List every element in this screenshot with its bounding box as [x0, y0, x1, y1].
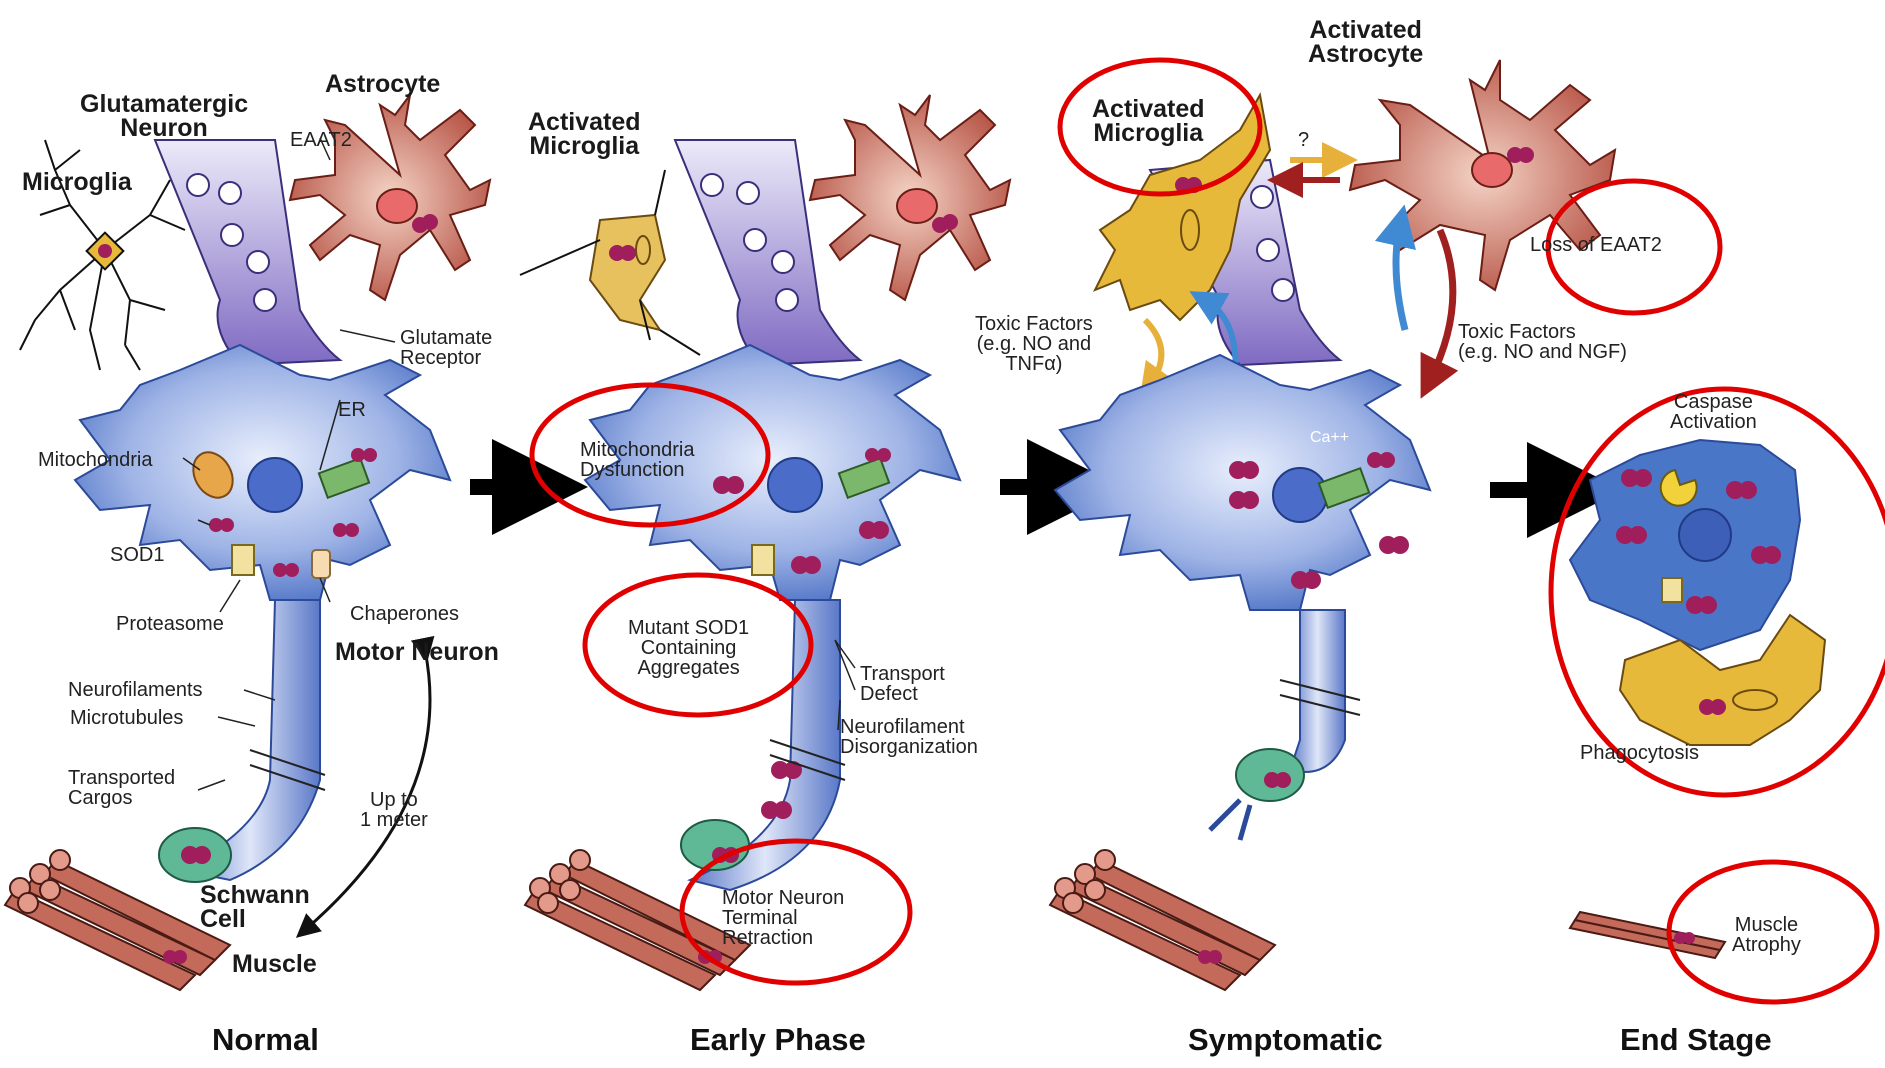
label-microtubules: Microtubules [70, 708, 183, 728]
label-calcium: Ca++ [1310, 428, 1349, 448]
stage-title-symptomatic: Symptomatic [1188, 1030, 1383, 1050]
label-mitochondria-dysfunction: Mitochondria Dysfunction [580, 440, 695, 480]
label-glutamatergic-neuron: Glutamatergic Neuron [80, 92, 248, 140]
label-microglia: Microglia [22, 170, 132, 194]
label-eaat2: EAAT2 [290, 130, 352, 150]
label-loss-of-eaat2: Loss of EAAT2 [1530, 235, 1662, 255]
label-phagocytosis: Phagocytosis [1580, 743, 1699, 763]
label-terminal-retraction: Motor Neuron Terminal Retraction [722, 888, 844, 948]
label-chaperones: Chaperones [350, 604, 459, 624]
label-up-to-1-meter: Up to 1 meter [360, 790, 428, 830]
label-neurofilaments: Neurofilaments [68, 680, 203, 700]
label-muscle-atrophy: Muscle Atrophy [1732, 915, 1801, 955]
activated-microglia-early [520, 170, 700, 355]
label-muscle: Muscle [232, 952, 317, 976]
stage-title-early-phase: Early Phase [690, 1030, 866, 1050]
label-mitochondria: Mitochondria [38, 450, 153, 470]
label-caspase-activation: Caspase Activation [1670, 392, 1757, 432]
panel-normal [5, 95, 490, 990]
stage-title-normal: Normal [212, 1030, 319, 1050]
label-motor-neuron: Motor Neuron [335, 640, 499, 664]
label-neurofilament-disorganization: Neurofilament Disorganization [840, 717, 978, 757]
label-transport-defect: Transport Defect [860, 664, 945, 704]
panel-end-stage [1570, 440, 1825, 958]
label-transported-cargos: Transported Cargos [68, 768, 175, 808]
astrocyte [290, 95, 490, 300]
panel-symptomatic [1050, 60, 1615, 990]
label-glutamate-receptor: Glutamate Receptor [400, 328, 492, 368]
label-sod1: SOD1 [110, 545, 164, 565]
stage-title-end-stage: End Stage [1620, 1030, 1772, 1050]
label-activated-microglia-symptomatic: Activated Microglia [1092, 97, 1205, 145]
label-activated-astrocyte: Activated Astrocyte [1308, 18, 1423, 66]
label-proteasome: Proteasome [116, 614, 224, 634]
label-toxic-factors-left: Toxic Factors (e.g. NO and TNFα) [975, 314, 1093, 374]
label-activated-microglia-early: Activated Microglia [528, 110, 641, 158]
label-mutant-sod1: Mutant SOD1 Containing Aggregates [628, 618, 749, 678]
glutamatergic-terminal [155, 140, 340, 365]
label-er: ER [338, 400, 366, 420]
label-astrocyte: Astrocyte [325, 72, 440, 96]
label-question-mark: ? [1298, 130, 1309, 150]
panel-early [520, 95, 1010, 990]
label-toxic-factors-right: Toxic Factors (e.g. NO and NGF) [1458, 322, 1627, 362]
label-schwann-cell: Schwann Cell [200, 883, 310, 931]
